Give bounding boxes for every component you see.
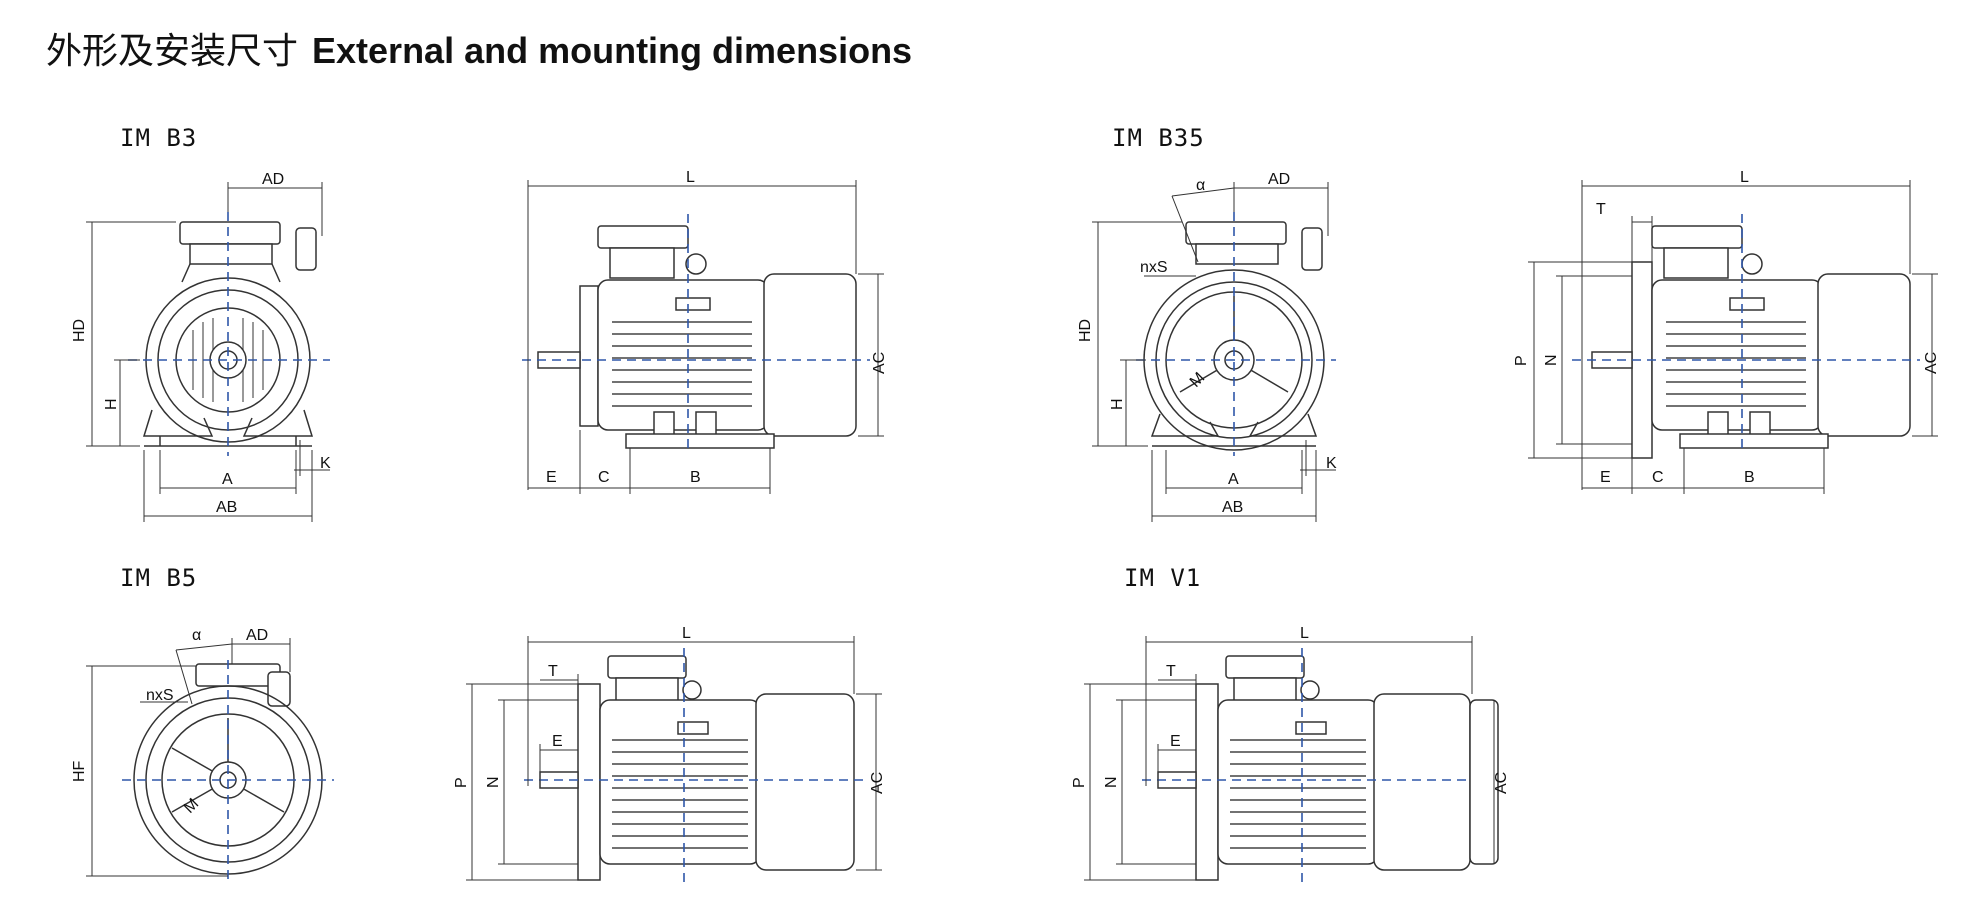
b3-label-hd: HD	[71, 319, 88, 342]
b5-side-view	[466, 636, 882, 884]
b5-side-label-p: P	[453, 777, 470, 788]
b35-label-m: M	[1187, 369, 1208, 390]
v1-label-ac: AC	[1493, 772, 1510, 794]
v1-label-n: N	[1103, 776, 1120, 788]
b35-label-nxs: nxS	[1140, 259, 1168, 276]
b5-side-label-e: E	[552, 733, 563, 750]
b5-label-m: M	[181, 795, 202, 816]
b35-label-ad: AD	[1268, 171, 1290, 188]
b3-label-ac: AC	[871, 352, 888, 374]
section-label-im-b35: IM B35	[1112, 124, 1205, 152]
b35-label-k: K	[1326, 455, 1337, 472]
b5-label-alpha: α	[192, 627, 201, 644]
b5-label-hf: HF	[71, 760, 88, 782]
b3-label-c: C	[598, 469, 610, 486]
b35-side-label-c: C	[1652, 469, 1664, 486]
b5-side-label-n: N	[485, 776, 502, 788]
v1-label-e: E	[1170, 733, 1181, 750]
b3-label-a: A	[222, 471, 233, 488]
b3-label-b: B	[690, 469, 701, 486]
b35-label-ab: AB	[1222, 499, 1243, 516]
b35-label-a: A	[1228, 471, 1239, 488]
b35-front-view	[1092, 182, 1336, 522]
b3-front-view	[86, 182, 330, 522]
b5-front-view	[86, 638, 334, 880]
v1-label-t: T	[1166, 663, 1176, 680]
b5-side-label-t: T	[548, 663, 558, 680]
b35-side-label-t: T	[1596, 201, 1606, 218]
b35-side-label-p: P	[1513, 355, 1530, 366]
b3-label-k: K	[320, 455, 331, 472]
b35-label-h: H	[1109, 398, 1126, 410]
v1-side-view	[1084, 636, 1499, 884]
b35-label-alpha: α	[1196, 177, 1205, 194]
b5-side-label-ac: AC	[869, 772, 886, 794]
page-title: 外形及安装尺寸 External and mounting dimensions	[46, 22, 912, 74]
v1-label-p: P	[1071, 777, 1088, 788]
b5-label-nxs: nxS	[146, 687, 174, 704]
title-chinese: 外形及安装尺寸	[46, 31, 299, 72]
b35-side-view	[1528, 180, 1938, 494]
section-label-im-v1: IM V1	[1124, 564, 1202, 592]
title-english: External and mounting dimensions	[312, 30, 913, 71]
b3-label-ad: AD	[262, 171, 284, 188]
b35-side-label-b: B	[1744, 469, 1755, 486]
b3-label-ab: AB	[216, 499, 237, 516]
b3-side-view	[522, 180, 884, 494]
b35-side-label-n: N	[1543, 354, 1560, 366]
b5-label-ad: AD	[246, 627, 268, 644]
section-label-im-b5: IM B5	[120, 564, 198, 592]
b3-label-h: H	[103, 398, 120, 410]
b35-side-label-e: E	[1600, 469, 1611, 486]
b35-label-hd: HD	[1077, 319, 1094, 342]
b3-label-e: E	[546, 469, 557, 486]
b3-label-l: L	[686, 169, 695, 186]
b35-side-label-l: L	[1740, 169, 1749, 186]
section-label-im-b3: IM B3	[120, 124, 198, 152]
v1-label-l: L	[1300, 625, 1309, 642]
b5-side-label-l: L	[682, 625, 691, 642]
b35-side-label-ac: AC	[1923, 352, 1940, 374]
